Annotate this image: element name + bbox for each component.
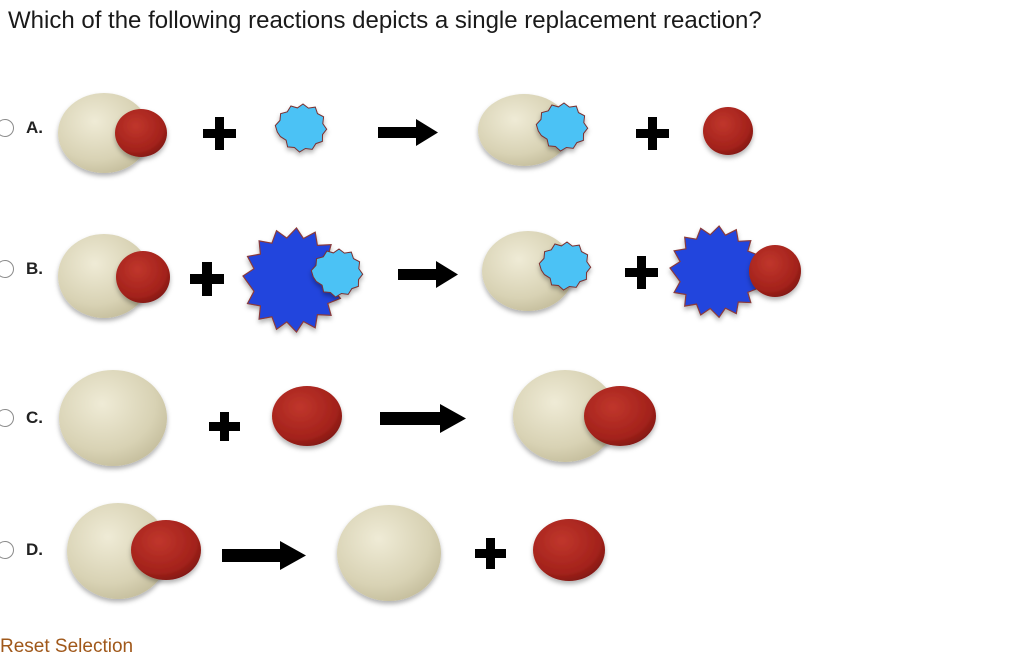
arrow-icon [222,541,306,570]
red-atom-icon [272,386,342,446]
option-a[interactable]: A. [0,85,1024,185]
option-d[interactable]: D. [0,495,1024,610]
radio-button-a[interactable] [0,119,14,137]
synthesis-diagram [59,370,656,466]
tan-atom-icon [67,503,169,599]
radio-button-b[interactable] [0,260,14,278]
tan-atom-icon [59,370,167,466]
radio-button-d[interactable] [0,541,14,559]
red-atom-icon [116,251,170,303]
plus-icon [203,117,236,150]
red-atom-icon [115,109,167,157]
plus-icon [636,117,669,150]
option-a-label: A. [26,118,43,137]
plus-icon [475,538,506,569]
plus-icon [209,412,240,441]
arrow-icon [378,119,438,146]
dark-blue-star-icon [669,225,763,319]
red-atom-icon [703,107,753,155]
decomposition-diagram [67,503,605,601]
option-c[interactable]: C. [0,365,1024,475]
arrow-icon [398,261,458,288]
red-atom-icon [584,386,656,446]
red-atom-icon [533,519,605,581]
double-replacement-diagram [58,225,801,333]
single-replacement-diagram [58,93,753,173]
plus-icon [625,256,658,289]
red-atom-icon [749,245,801,297]
plus-icon [190,262,224,296]
tan-atom-icon [337,505,441,601]
tan-atom-icon [513,370,617,462]
option-c-label: C. [26,408,43,427]
light-blue-star-icon [274,103,328,153]
question-text: Which of the following reactions depicts… [8,7,762,34]
radio-button-c[interactable] [0,409,14,427]
option-b[interactable]: B. [0,210,1024,340]
light-blue-star-icon [538,241,592,291]
arrow-icon [380,404,466,433]
red-atom-icon [131,520,201,580]
option-d-label: D. [26,540,43,559]
reset-selection-link[interactable]: Reset Selection [0,636,134,657]
option-b-label: B. [26,259,43,278]
light-blue-star-icon [535,102,589,152]
light-blue-star-icon [310,248,364,298]
